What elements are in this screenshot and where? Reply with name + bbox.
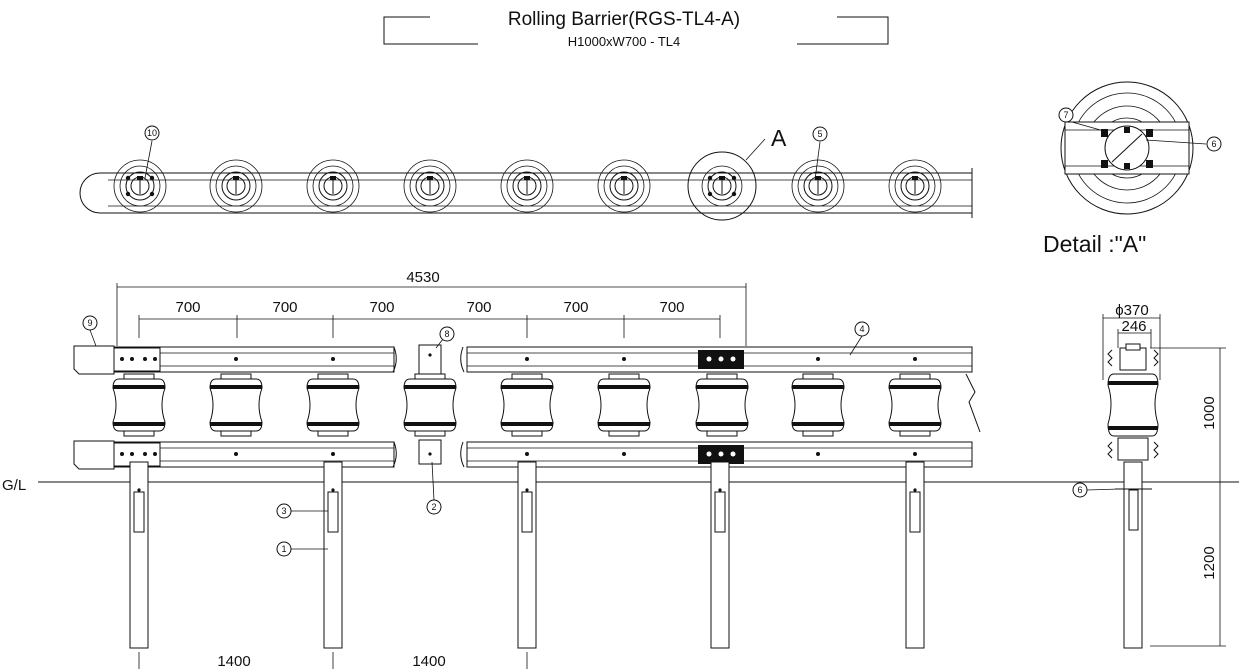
plan-roller <box>500 159 554 213</box>
roller <box>112 373 166 437</box>
rail-bolt <box>130 452 134 456</box>
spacing-dim-6: 700 <box>659 299 684 316</box>
svg-text:7: 7 <box>1063 110 1068 120</box>
plan-roller <box>403 159 457 213</box>
spacing-dim-1: 700 <box>175 299 200 316</box>
svg-text:6: 6 <box>1077 485 1082 495</box>
inner-width-dim: 246 <box>1121 318 1146 335</box>
svg-text:8: 8 <box>444 329 449 339</box>
detail-marker-label: A <box>771 125 787 151</box>
plan-roller <box>209 159 263 213</box>
rail-bolt <box>153 452 157 456</box>
rail-bolt <box>913 357 917 361</box>
plan-roller <box>113 159 167 213</box>
spacing-dim-4: 700 <box>466 299 491 316</box>
height-dim: 1000 <box>1201 396 1218 429</box>
ground-line-label: G/L <box>2 477 26 494</box>
roller <box>306 373 360 437</box>
svg-text:3: 3 <box>281 506 286 516</box>
callout-4: 4 <box>854 321 870 337</box>
callout-5: 5 <box>812 126 828 142</box>
rail-bolt <box>130 357 134 361</box>
callout-6-detail: 6 <box>1206 136 1222 152</box>
overall-length-dim: 4530 <box>406 269 439 286</box>
roller <box>695 373 749 437</box>
plan-roller <box>888 159 942 213</box>
rail-bolt <box>143 357 147 361</box>
callout-leaders <box>89 140 1121 550</box>
callout-8: 8 <box>439 326 455 342</box>
rail-bolt <box>120 452 124 456</box>
elevation-dimensions: 4530 700 700 700 700 700 700 1400 1400 <box>116 269 747 669</box>
rail-bolt <box>913 452 917 456</box>
post-spacing-dim-2: 1400 <box>412 653 445 669</box>
svg-text:2: 2 <box>431 502 436 512</box>
svg-text:9: 9 <box>87 318 92 328</box>
rail-bolt <box>331 452 335 456</box>
detail-marker: A <box>687 125 787 221</box>
svg-text:6: 6 <box>1211 139 1216 149</box>
rail-bolt <box>816 357 820 361</box>
side-section-view: ϕ370 246 1000 1200 <box>1102 302 1226 649</box>
plan-roller <box>306 159 360 213</box>
rail-bolt <box>234 357 238 361</box>
rail-bolt <box>143 452 147 456</box>
callout-1: 1 <box>276 541 292 557</box>
spacing-dim-3: 700 <box>369 299 394 316</box>
roller <box>597 373 651 437</box>
detail-a-view: Detail :"A" <box>1043 81 1207 257</box>
rail-bolt <box>816 452 820 456</box>
callout-7: 7 <box>1058 107 1074 123</box>
roller <box>500 373 554 437</box>
spacing-dim-2: 700 <box>272 299 297 316</box>
rail-bolt <box>331 357 335 361</box>
plan-roller <box>597 159 651 213</box>
post <box>323 461 343 649</box>
callout-9: 9 <box>82 315 98 331</box>
rail-bolt <box>153 357 157 361</box>
roller <box>791 373 845 437</box>
post <box>905 461 925 649</box>
plan-roller <box>791 159 845 213</box>
drawing-title: Rolling Barrier(RGS-TL4-A) <box>508 9 740 30</box>
spacing-dim-5: 700 <box>563 299 588 316</box>
callout-3: 3 <box>276 503 292 519</box>
callout-6-section: 6 <box>1072 482 1088 498</box>
roller <box>209 373 263 437</box>
rail-bolt <box>622 357 626 361</box>
title-block: Rolling Barrier(RGS-TL4-A) H1000xW700 - … <box>383 9 889 49</box>
post <box>129 461 149 649</box>
detail-label: Detail :"A" <box>1043 231 1146 257</box>
elevation-view: G/L <box>2 344 1239 649</box>
drawing-subtitle: H1000xW700 - TL4 <box>568 34 681 49</box>
rail-bolt <box>622 452 626 456</box>
svg-text:5: 5 <box>817 129 822 139</box>
svg-text:4: 4 <box>859 324 864 334</box>
plan-roller <box>701 165 743 207</box>
plan-view <box>79 159 973 218</box>
rail-bolt <box>525 452 529 456</box>
callout-bubbles: 10 5 7 6 9 8 4 2 <box>82 107 1222 557</box>
rail-bolt <box>525 357 529 361</box>
roller-diameter-dim: ϕ370 <box>1115 302 1148 319</box>
embedment-dim: 1200 <box>1201 546 1218 579</box>
rail-bolt <box>120 357 124 361</box>
svg-text:10: 10 <box>147 128 157 138</box>
roller <box>888 373 942 437</box>
roller <box>403 373 457 437</box>
callout-2: 2 <box>426 499 442 515</box>
post-spacing-dim-1: 1400 <box>217 653 250 669</box>
post <box>517 461 537 649</box>
callout-10: 10 <box>144 125 160 141</box>
rail-bolt <box>234 452 238 456</box>
post <box>710 461 730 649</box>
svg-text:1: 1 <box>281 544 286 554</box>
